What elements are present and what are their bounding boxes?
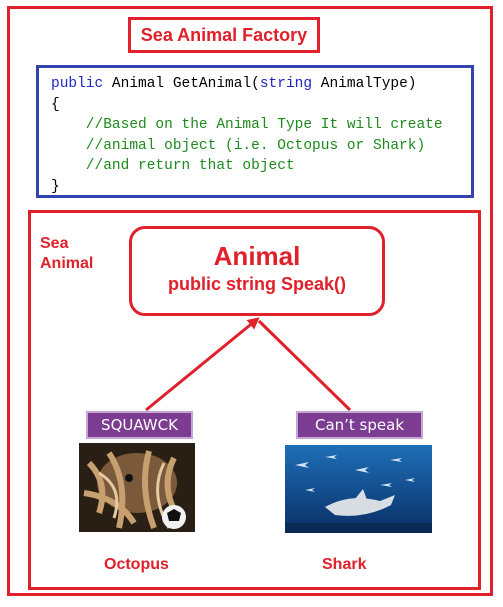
base-class-title: Animal (213, 241, 301, 271)
arrow-octopus-to-animal (145, 317, 260, 412)
container-label-line: Sea (40, 235, 69, 252)
speech-badge-shark: Can’t speak (296, 411, 423, 439)
octopus-photo (79, 443, 195, 532)
code-close-brace: } (51, 178, 60, 195)
code-comment: //animal object (i.e. Octopus or Shark) (51, 137, 426, 154)
sea-animal-container (28, 210, 481, 590)
code-signature: public Animal GetAnimal(string AnimalTyp… (51, 74, 471, 95)
code-open-brace: { (51, 96, 60, 113)
animal-base-class: Animal public string Speak() (129, 226, 385, 316)
factory-title: Sea Animal Factory (128, 17, 320, 53)
code-comment: //and return that object (51, 158, 295, 174)
keyword-public: public (51, 76, 104, 92)
container-label-line: Animal (40, 255, 94, 272)
factory-frame (7, 6, 493, 596)
code-signature-part2: AnimalType) (312, 76, 417, 92)
animal-name-shark: Shark (322, 556, 367, 573)
code-block: public Animal GetAnimal(string AnimalTyp… (36, 65, 474, 198)
base-class-method: public string Speak() (167, 274, 347, 294)
animal-name-octopus: Octopus (104, 556, 169, 573)
keyword-string: string (259, 76, 313, 92)
container-label: Sea Animal (40, 234, 93, 274)
shark-photo (285, 445, 432, 533)
speech-badge-octopus: SQUAWCK (86, 411, 193, 439)
code-comment: //Based on the Animal Type It will creat… (51, 117, 443, 133)
code-signature-part1: Animal GetAnimal( (103, 76, 260, 92)
arrow-shark-to-animal (257, 319, 352, 412)
